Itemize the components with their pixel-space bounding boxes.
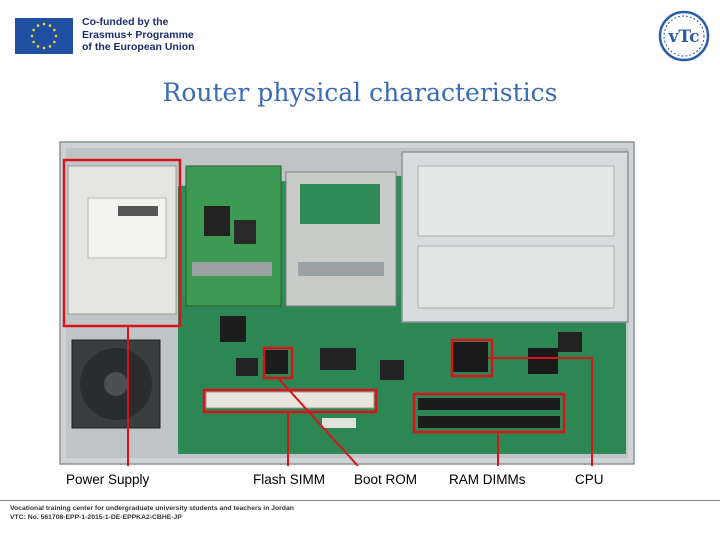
label-cpu: CPU bbox=[575, 472, 604, 487]
eu-star-icon bbox=[54, 34, 58, 38]
eu-star-icon bbox=[42, 46, 46, 50]
vtc-logo-icon: vTc bbox=[658, 10, 710, 62]
label-power-supply: Power Supply bbox=[66, 472, 150, 487]
footer-line: VTC: No. 561708-EPP-1-2015-1-DE-EPPKA2-C… bbox=[10, 514, 182, 521]
footer: Vocational training center for undergrad… bbox=[10, 504, 294, 522]
slide-title-text: Router physical characteristics bbox=[162, 78, 558, 107]
footer-line: Vocational training center for undergrad… bbox=[10, 505, 294, 512]
power-supply-highlight bbox=[62, 158, 182, 328]
eu-star-icon bbox=[36, 45, 40, 48]
logo-text: vTc bbox=[668, 27, 700, 47]
eu-star-icon bbox=[30, 34, 34, 38]
label-ram-dimms: RAM DIMMs bbox=[449, 472, 526, 487]
label-flash-simm: Flash SIMM bbox=[253, 472, 326, 487]
funding-statement: Co-funded by the Erasmus+ Programme of t… bbox=[82, 16, 195, 54]
label-boot-rom: Boot ROM bbox=[354, 472, 418, 487]
eu-star-icon bbox=[48, 45, 52, 48]
funding-line: Co-funded by the bbox=[82, 16, 169, 28]
eu-star-icon bbox=[53, 40, 56, 44]
component-labels: Power Supply Flash SIMM Boot ROM RAM DIM… bbox=[0, 472, 720, 490]
funding-line: of the European Union bbox=[82, 41, 195, 53]
router-board-photo bbox=[59, 141, 635, 466]
eu-flag-icon bbox=[15, 18, 73, 54]
eu-star-icon bbox=[32, 40, 35, 44]
eu-star-icon bbox=[53, 28, 56, 32]
eu-star-icon bbox=[36, 24, 40, 27]
eu-star-icon bbox=[48, 24, 52, 27]
funding-line: Erasmus+ Programme bbox=[82, 28, 194, 41]
ram-dimm-highlight bbox=[412, 392, 566, 434]
slide-title: Router physical characteristics bbox=[0, 78, 720, 107]
eu-star-icon bbox=[42, 22, 46, 26]
footer-divider bbox=[0, 500, 720, 501]
eu-star-icon bbox=[32, 28, 35, 32]
